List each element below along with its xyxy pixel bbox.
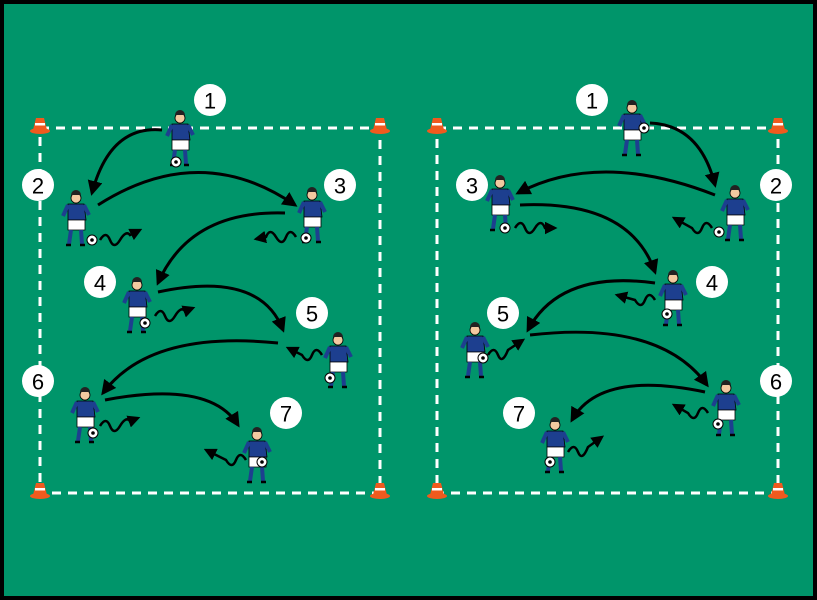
player-label: 2 bbox=[760, 169, 792, 201]
right-drill: 1 2 3 4 5 6 7 bbox=[427, 84, 792, 499]
ball-icon bbox=[661, 308, 673, 320]
dribble-arrow bbox=[671, 403, 710, 420]
ball-icon bbox=[324, 372, 336, 384]
dribble-arrow bbox=[98, 415, 141, 433]
svg-text:5: 5 bbox=[497, 302, 509, 327]
pass-arrow bbox=[570, 383, 706, 423]
ball-icon bbox=[713, 226, 725, 238]
pass-arrow bbox=[155, 211, 286, 286]
svg-text:6: 6 bbox=[32, 370, 44, 395]
pass-arrow bbox=[101, 339, 279, 396]
player-label: 1 bbox=[576, 84, 608, 116]
svg-text:3: 3 bbox=[466, 174, 478, 199]
player-label: 1 bbox=[194, 84, 226, 116]
ball-icon bbox=[544, 456, 556, 468]
pass-arrow bbox=[104, 392, 240, 428]
dribble-arrow bbox=[153, 305, 196, 323]
svg-text:7: 7 bbox=[280, 402, 292, 427]
ball-icon bbox=[638, 122, 650, 134]
pass-arrow bbox=[515, 170, 716, 197]
ball-icon bbox=[712, 418, 724, 430]
player-label: 6 bbox=[760, 365, 792, 397]
ball-icon bbox=[256, 456, 268, 468]
dribble-arrow bbox=[614, 291, 657, 307]
player-label: 3 bbox=[456, 169, 488, 201]
dribble-arrow bbox=[285, 346, 324, 362]
pass-arrow bbox=[97, 171, 298, 207]
ball-icon bbox=[139, 317, 151, 329]
player-label: 2 bbox=[22, 169, 54, 201]
ball-icon bbox=[499, 222, 511, 234]
svg-text:4: 4 bbox=[706, 271, 718, 296]
svg-text:2: 2 bbox=[770, 174, 782, 199]
ball-icon bbox=[170, 156, 182, 168]
dribble-arrow bbox=[486, 338, 526, 361]
player-label: 4 bbox=[696, 266, 728, 298]
svg-text:1: 1 bbox=[586, 89, 598, 114]
ball-icon bbox=[86, 234, 98, 246]
dribble-arrow bbox=[671, 216, 714, 235]
svg-text:1: 1 bbox=[204, 89, 216, 114]
dribble-arrow bbox=[513, 221, 558, 235]
player-label: 5 bbox=[487, 297, 519, 329]
player-label: 7 bbox=[503, 397, 535, 429]
player-label: 5 bbox=[296, 297, 328, 329]
ball-icon bbox=[477, 352, 489, 364]
pass-arrow bbox=[526, 279, 656, 333]
pass-arrow bbox=[519, 203, 659, 275]
pass-arrow bbox=[649, 121, 720, 188]
ball-icon bbox=[87, 427, 99, 439]
dribble-arrow bbox=[203, 448, 248, 467]
player-label: 3 bbox=[324, 169, 356, 201]
ball-icon bbox=[300, 232, 312, 244]
dribble-arrow bbox=[566, 435, 605, 458]
player-label: 7 bbox=[270, 397, 302, 429]
left-drill: 1 2 3 4 5 6 7 bbox=[22, 84, 390, 499]
dribble-arrow bbox=[253, 230, 298, 244]
pass-arrow bbox=[87, 128, 163, 196]
pass-arrow bbox=[157, 284, 286, 333]
player-label: 6 bbox=[22, 365, 54, 397]
player-label: 4 bbox=[84, 266, 116, 298]
svg-text:2: 2 bbox=[32, 174, 44, 199]
svg-text:5: 5 bbox=[306, 302, 318, 327]
svg-text:3: 3 bbox=[334, 174, 346, 199]
svg-text:7: 7 bbox=[513, 402, 525, 427]
svg-text:6: 6 bbox=[770, 370, 782, 395]
pass-arrow bbox=[529, 330, 709, 388]
svg-text:4: 4 bbox=[94, 271, 106, 296]
dribble-arrow bbox=[98, 228, 143, 247]
